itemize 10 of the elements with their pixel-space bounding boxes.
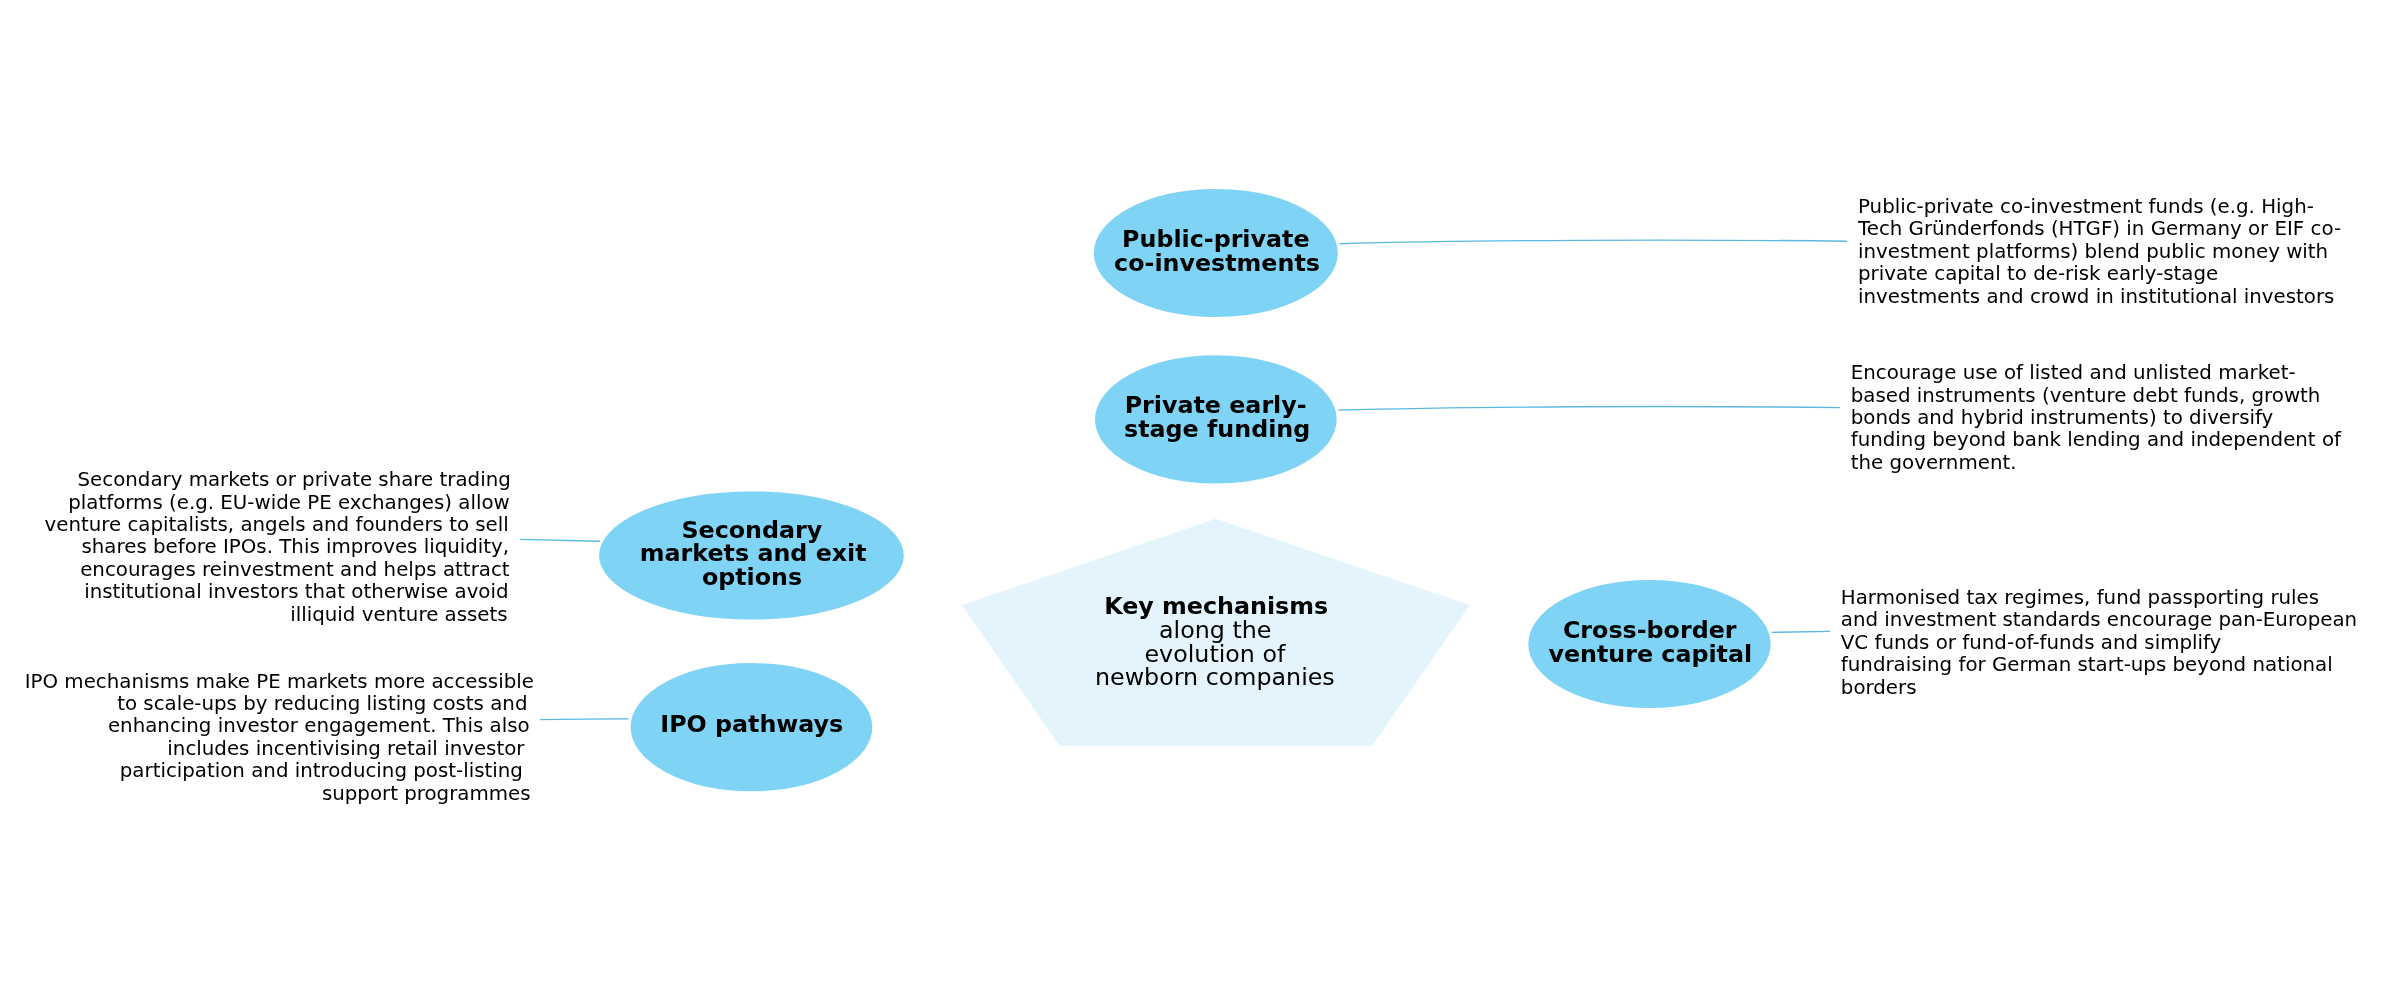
connector [1338,238,1848,244]
connector [1337,405,1841,411]
connector [1771,630,1831,633]
node-text: Secondary markets or private share trading platforms (e.g. EU-wide PE exchanges) allow venture capitalists, angels and founders to sell shares before IPOs. This improves liquidity, encourages reinvestment and helps attract institutional investors that otherwise avoid illiquid venture assets [44,467,511,626]
connector [519,538,601,542]
node-text: Encourage use of listed and unlisted market-based instruments (venture debt funds, growth bonds and hybrid instruments) to diversify funding beyond bank lending and independent of the government. [1850,360,2342,474]
node-text: Harmonised tax regimes, fund passporting rules and investment standards encourage pan-European VC funds or fund-of-funds and simplify fundraising for German start-ups beyond national borders [1840,585,2358,698]
node-text: IPO mechanisms make PE markets more accessible to scale-ups by reducing listing costs and enhancing investor engagement. This also includes incentivising retail investor participation and introducing post-listing support programmes [24,669,534,805]
connector [539,717,630,720]
node-text: Public-private co-investment funds (e.g. High-Tech Gründerfonds (HTGF) in Germany or EIF co-investment platforms) blend public money with private capital to de-risk early-stage investments and crowd in institutional investors [1857,194,2342,308]
